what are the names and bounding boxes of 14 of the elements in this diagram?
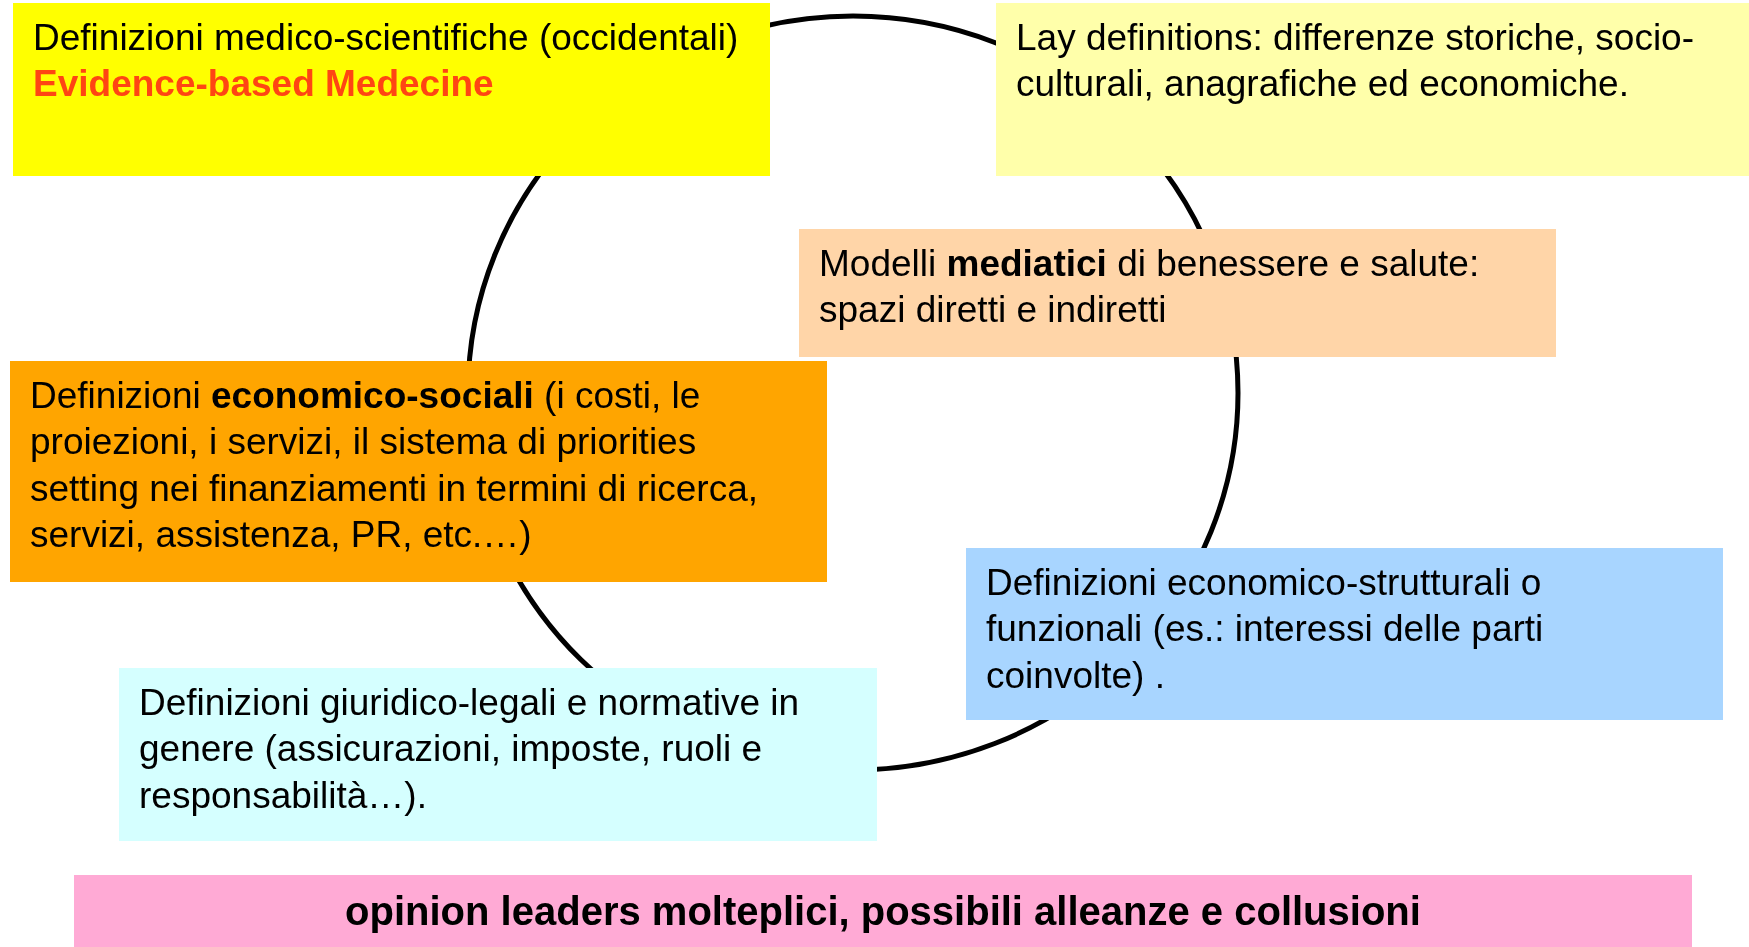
definition-box: [799, 229, 1556, 357]
banner-box: [74, 875, 1692, 947]
definition-box: [10, 361, 827, 582]
node-text: Definizioni economico-sociali (i costi, le proiezioni, i servizi, il sistema di priorities setting nei finanziamenti in termini di ricerca, servizi, assistenza, PR, etc.…): [30, 374, 759, 557]
node-text: Definizioni giuridico-legali e normative in genere (assicurazioni, imposte, ruoli e responsabilità…).: [139, 681, 801, 818]
definition-box: [966, 548, 1723, 720]
node-text: Modelli mediatici di benessere e salute: spazi diretti e indiretti: [819, 242, 1481, 333]
node-text: Lay definitions: differenze storiche, socio-culturali, anagrafiche ed economiche.: [1016, 16, 1695, 107]
node-text: Definizioni economico-strutturali o funzionali (es.: interessi delle parti coinvolte) .: [986, 561, 1545, 698]
definition-box: [13, 3, 770, 176]
node-text: Definizioni medico-scientifiche (occidentali) Evidence-based Medecine: [33, 16, 740, 107]
definition-box: [119, 668, 877, 841]
node-text: opinion leaders molteplici, possibili alleanze e collusioni: [345, 888, 1421, 935]
definition-box: [996, 3, 1749, 176]
